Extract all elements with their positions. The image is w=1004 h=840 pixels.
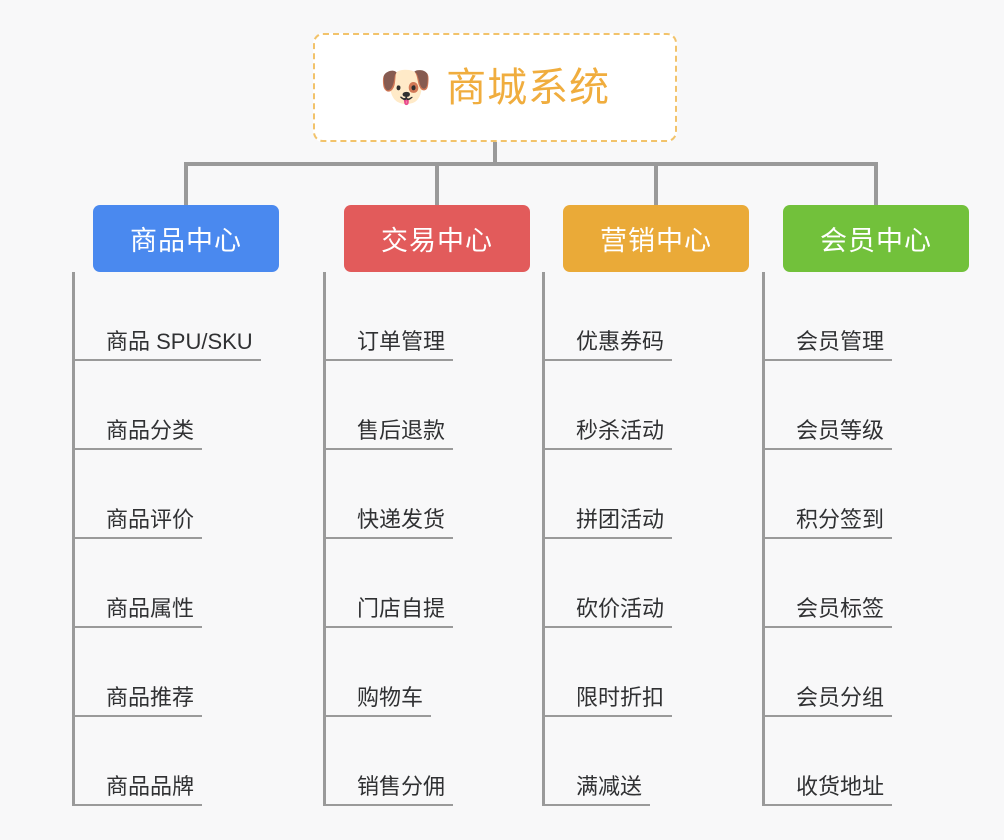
leaf-item-underline xyxy=(72,626,203,628)
leaf-item-underline xyxy=(542,537,673,539)
leaf-item[interactable]: 商品分类 xyxy=(72,361,203,450)
leaf-item-underline xyxy=(323,804,454,806)
leaf-item-underline xyxy=(72,715,203,717)
leaf-item-label: 商品推荐 xyxy=(106,684,195,710)
leaf-item-underline xyxy=(72,537,203,539)
leaf-item-underline xyxy=(72,359,261,361)
leaf-item[interactable]: 商品评价 xyxy=(72,450,203,539)
shiba-dog-face-icon: 🐶 xyxy=(379,62,433,110)
leaf-item[interactable]: 会员管理 xyxy=(762,272,893,361)
leaf-item-underline xyxy=(542,626,673,628)
leaf-item-underline xyxy=(542,359,673,361)
leaf-trunk-member-center xyxy=(762,272,765,806)
leaf-item[interactable]: 积分签到 xyxy=(762,450,893,539)
leaf-item-underline xyxy=(323,537,454,539)
leaf-item[interactable]: 商品推荐 xyxy=(72,628,203,717)
category-label-product-center: 商品中心 xyxy=(130,226,242,256)
leaf-item-label: 商品分类 xyxy=(106,417,195,443)
leaf-item-label: 积分签到 xyxy=(796,506,885,532)
leaf-item-label: 秒杀活动 xyxy=(576,417,665,443)
leaf-item[interactable]: 满减送 xyxy=(542,717,651,806)
leaf-item[interactable]: 订单管理 xyxy=(323,272,454,361)
leaf-item-underline xyxy=(762,626,893,628)
leaf-item-label: 门店自提 xyxy=(357,595,446,621)
leaf-item[interactable]: 商品 SPU/SKU xyxy=(72,272,261,361)
leaf-item-label: 会员分组 xyxy=(796,684,885,710)
leaf-item[interactable]: 优惠券码 xyxy=(542,272,673,361)
leaf-item-label: 商品 SPU/SKU xyxy=(106,328,253,354)
leaf-item-label: 商品品牌 xyxy=(106,773,195,799)
leaf-item-underline xyxy=(72,804,203,806)
leaf-item-label: 商品评价 xyxy=(106,506,195,532)
leaf-trunk-product-center xyxy=(72,272,75,806)
leaf-item-underline xyxy=(323,359,454,361)
connector-root-stem xyxy=(493,142,497,166)
leaf-item-underline xyxy=(323,448,454,450)
leaf-item-underline xyxy=(542,448,673,450)
leaf-item-label: 会员等级 xyxy=(796,417,885,443)
leaf-item-label: 会员标签 xyxy=(796,595,885,621)
leaf-item[interactable]: 快递发货 xyxy=(323,450,454,539)
connector-drop-marketing-center xyxy=(654,162,658,205)
leaf-item-label: 会员管理 xyxy=(796,328,885,354)
leaf-item-label: 收货地址 xyxy=(796,773,885,799)
leaf-item-label: 限时折扣 xyxy=(576,684,665,710)
leaf-item[interactable]: 门店自提 xyxy=(323,539,454,628)
root-node-shop-system[interactable]: 🐶 商城系统 xyxy=(313,33,677,142)
connector-drop-trade-center xyxy=(435,162,439,205)
category-box-member-center[interactable]: 会员中心 xyxy=(783,205,969,272)
root-node-title: 商城系统 xyxy=(446,65,611,110)
leaf-item[interactable]: 会员标签 xyxy=(762,539,893,628)
leaf-item-label: 购物车 xyxy=(357,684,424,710)
leaf-item[interactable]: 售后退款 xyxy=(323,361,454,450)
leaf-item-label: 订单管理 xyxy=(357,328,446,354)
leaf-item-label: 满减送 xyxy=(576,773,643,799)
connector-drop-member-center xyxy=(874,162,878,205)
leaf-item-underline xyxy=(762,715,893,717)
leaf-item[interactable]: 会员等级 xyxy=(762,361,893,450)
leaf-item-label: 销售分佣 xyxy=(357,773,446,799)
category-label-marketing-center: 营销中心 xyxy=(600,226,712,256)
leaf-item-label: 砍价活动 xyxy=(576,595,665,621)
leaf-item-label: 商品属性 xyxy=(106,595,195,621)
leaf-item[interactable]: 拼团活动 xyxy=(542,450,673,539)
leaf-item[interactable]: 砍价活动 xyxy=(542,539,673,628)
leaf-item-underline xyxy=(762,448,893,450)
category-label-member-center: 会员中心 xyxy=(820,226,932,256)
category-box-product-center[interactable]: 商品中心 xyxy=(93,205,279,272)
leaf-trunk-trade-center xyxy=(323,272,326,806)
leaf-item[interactable]: 秒杀活动 xyxy=(542,361,673,450)
category-box-marketing-center[interactable]: 营销中心 xyxy=(563,205,749,272)
leaf-trunk-marketing-center xyxy=(542,272,545,806)
category-label-trade-center: 交易中心 xyxy=(381,226,493,256)
leaf-item-underline xyxy=(762,537,893,539)
connector-horizontal-bus xyxy=(184,162,878,166)
leaf-item-underline xyxy=(542,715,673,717)
leaf-item[interactable]: 商品品牌 xyxy=(72,717,203,806)
leaf-item[interactable]: 购物车 xyxy=(323,628,432,717)
leaf-item[interactable]: 限时折扣 xyxy=(542,628,673,717)
leaf-item-underline xyxy=(762,804,893,806)
leaf-item-label: 售后退款 xyxy=(357,417,446,443)
leaf-item-label: 拼团活动 xyxy=(576,506,665,532)
leaf-item-label: 快递发货 xyxy=(357,506,446,532)
leaf-item-underline xyxy=(323,715,432,717)
leaf-item-underline xyxy=(323,626,454,628)
leaf-item-label: 优惠券码 xyxy=(576,328,665,354)
leaf-item[interactable]: 收货地址 xyxy=(762,717,893,806)
connector-drop-product-center xyxy=(184,162,188,205)
category-box-trade-center[interactable]: 交易中心 xyxy=(344,205,530,272)
leaf-item[interactable]: 会员分组 xyxy=(762,628,893,717)
leaf-item-underline xyxy=(542,804,651,806)
leaf-item-underline xyxy=(72,448,203,450)
leaf-item[interactable]: 销售分佣 xyxy=(323,717,454,806)
leaf-item-underline xyxy=(762,359,893,361)
leaf-item[interactable]: 商品属性 xyxy=(72,539,203,628)
